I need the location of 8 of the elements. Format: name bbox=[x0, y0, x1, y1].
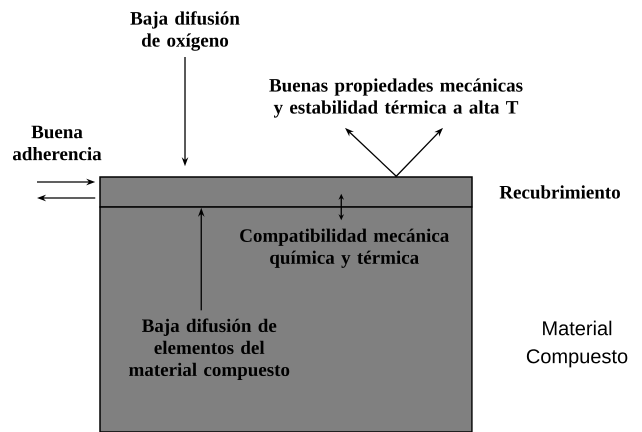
annotation-text: Buenas propiedades mecánicas y estabilidad térmica a alta T bbox=[269, 78, 523, 118]
coating-layer bbox=[99, 176, 473, 208]
annotation-text: Compatibilidad mecánica química y térmica bbox=[240, 228, 449, 268]
layer-label: Recubrimiento bbox=[500, 185, 620, 199]
annotation-text: Baja difusión de elementos del material compuesto bbox=[129, 318, 290, 380]
layer-label: Material Compuesto bbox=[526, 320, 628, 368]
annotation-text: Buena adherencia bbox=[12, 126, 102, 160]
annotation-text: Baja difusión de oxígeno bbox=[130, 11, 240, 51]
